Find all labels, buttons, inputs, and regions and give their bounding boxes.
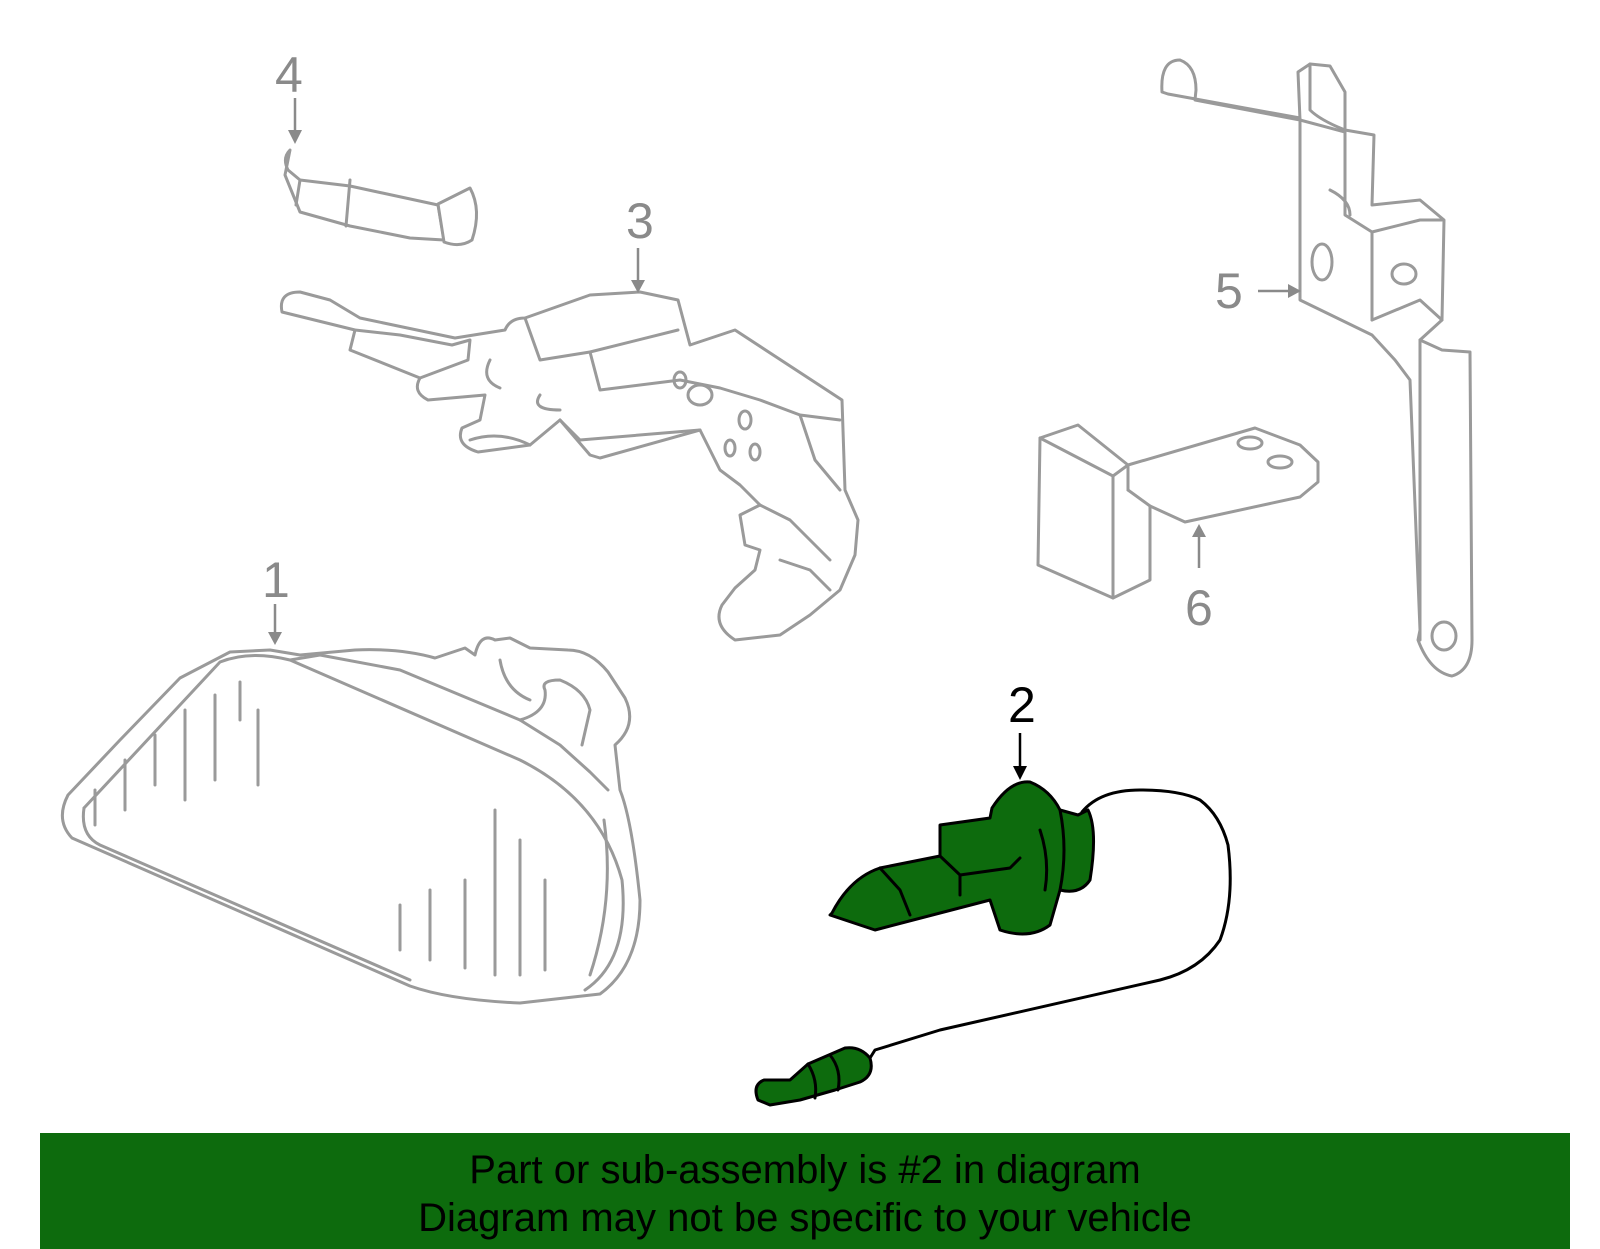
callout-2[interactable]: 2 [1008,677,1036,733]
callout-3-arrowhead [631,280,645,293]
part-5-bracket[interactable] [1160,58,1474,678]
callout-5-arrowhead [1288,284,1301,298]
callout-2-arrowhead [1013,766,1027,780]
banner-line-1: Part or sub-assembly is #2 in diagram [469,1148,1141,1192]
callout-4-arrowhead [288,130,302,144]
info-banner: Part or sub-assembly is #2 in diagram Di… [40,1133,1570,1249]
callout-6[interactable]: 6 [1185,580,1213,636]
callout-6-arrowhead [1192,524,1206,537]
callout-3[interactable]: 3 [626,193,654,249]
part-1-fog-lamp[interactable] [60,636,642,1005]
callout-4[interactable]: 4 [275,47,303,103]
banner-line-2: Diagram may not be specific to your vehi… [418,1196,1192,1240]
part-3-bracket-assembly[interactable] [279,290,860,642]
callout-1-arrowhead [268,632,282,645]
callout-1[interactable]: 1 [262,552,290,608]
callout-5[interactable]: 5 [1215,263,1243,319]
part-6-l-bracket[interactable] [1036,423,1320,600]
part-2-fog-lamp-bulb[interactable] [754,780,1232,1107]
part-4-connector[interactable] [283,148,478,247]
